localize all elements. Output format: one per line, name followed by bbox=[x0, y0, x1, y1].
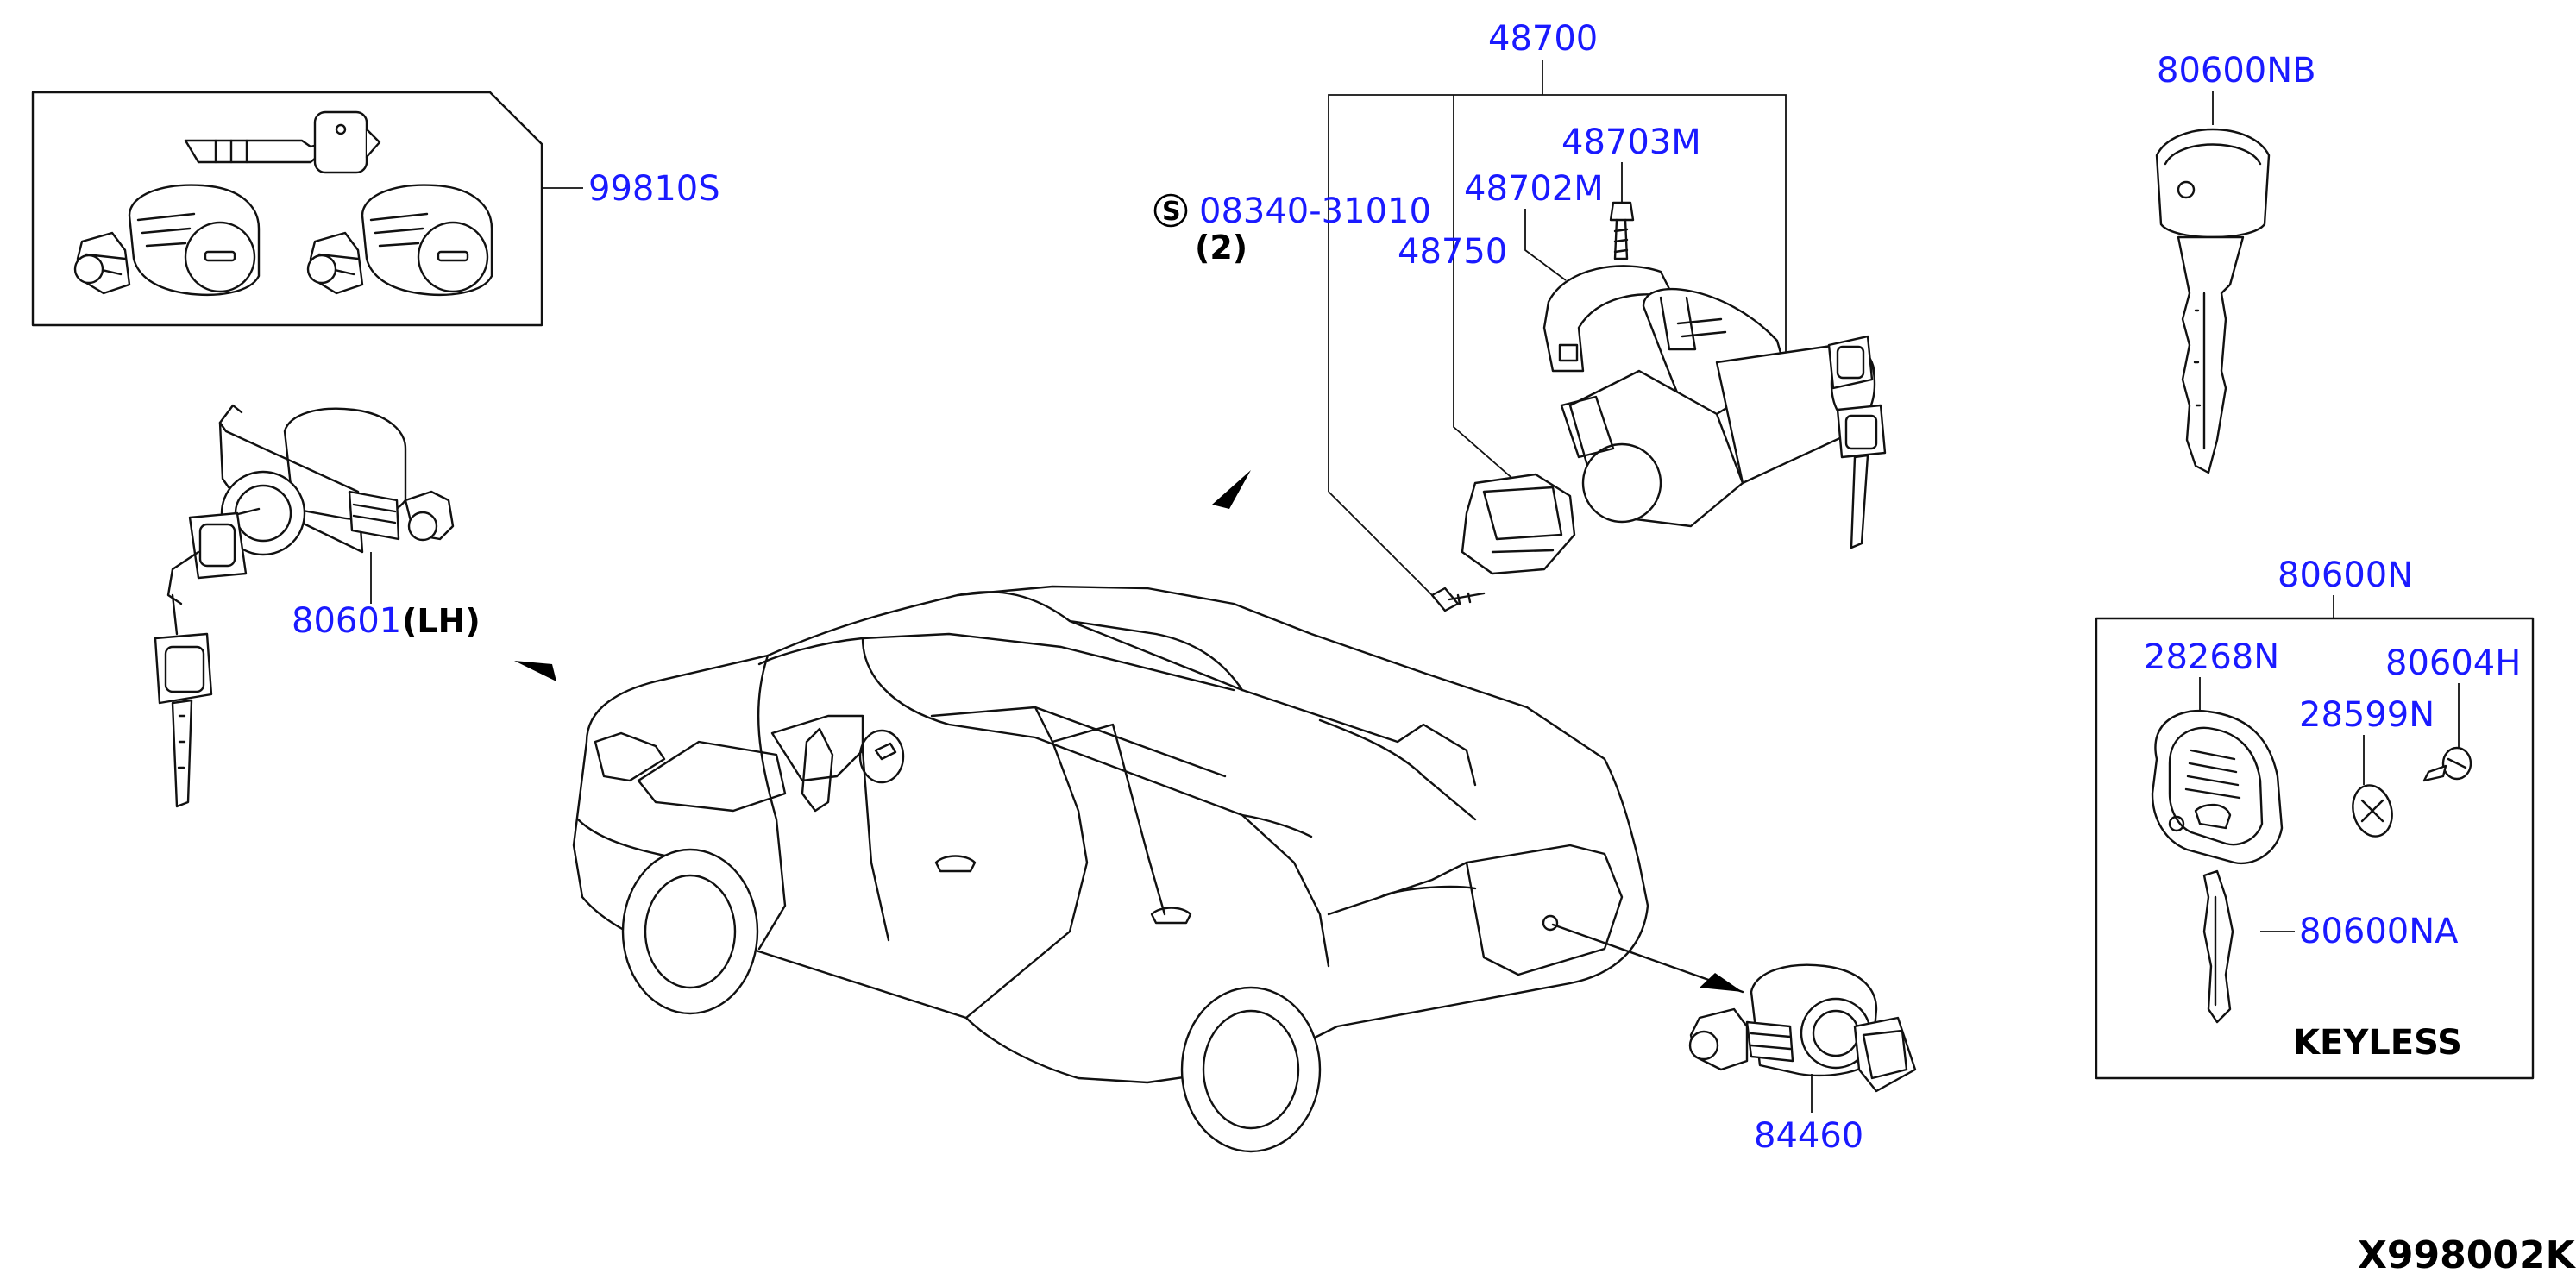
standard-part-symbol: S bbox=[1162, 197, 1181, 227]
battery-28599n-illustration bbox=[2352, 784, 2393, 838]
part-number-48750[interactable]: 48750 bbox=[1398, 232, 1507, 272]
part-number-80600na[interactable]: 80600NA bbox=[2299, 912, 2459, 951]
part-number-48700[interactable]: 48700 bbox=[1488, 19, 1598, 59]
door-lock-lh-illustration bbox=[154, 404, 455, 808]
ignition-switch-illustration bbox=[1430, 201, 1887, 612]
vehicle-sedan-illustration bbox=[572, 585, 1649, 1153]
lock-set-kit-box bbox=[31, 91, 543, 327]
part-number-80601[interactable]: 80601 bbox=[292, 601, 401, 641]
keyless-note: KEYLESS bbox=[2293, 1023, 2462, 1063]
part-number-99810s[interactable]: 99810S bbox=[588, 169, 720, 209]
keyless-kit-box bbox=[2095, 617, 2535, 1080]
arrow-pointer-lh bbox=[514, 661, 556, 681]
standard-part-08340: S bbox=[1153, 193, 1188, 228]
part-number-28599n[interactable]: 28599N bbox=[2299, 695, 2435, 735]
part-number-80604h[interactable]: 80604H bbox=[2385, 643, 2521, 683]
leader-bracket-48700 bbox=[1328, 60, 1787, 596]
part-number-28268n[interactable]: 28268N bbox=[2144, 637, 2279, 677]
trunk-lock-illustration bbox=[1688, 963, 1917, 1093]
quantity-08340: (2) bbox=[1195, 229, 1247, 267]
kit-lock-cylinder-right bbox=[306, 184, 493, 296]
part-number-80600nb[interactable]: 80600NB bbox=[2157, 51, 2316, 91]
key-80600nb-illustration bbox=[2155, 128, 2271, 474]
kit-key-illustration bbox=[184, 110, 381, 174]
diagram-code: X998002K bbox=[2358, 1233, 2576, 1277]
side-note-lh: (LH) bbox=[402, 602, 481, 640]
arrowhead-trunk-lock bbox=[1700, 973, 1743, 992]
remote-fob-illustration bbox=[2151, 709, 2284, 865]
screw-80604h-illustration bbox=[2422, 746, 2472, 782]
part-number-84460[interactable]: 84460 bbox=[1754, 1116, 1863, 1156]
part-number-48702m[interactable]: 48702M bbox=[1464, 169, 1604, 209]
arrow-pointer-ignition bbox=[1212, 470, 1251, 509]
part-number-80600n[interactable]: 80600N bbox=[2278, 555, 2413, 595]
standard-part-icon bbox=[1153, 193, 1188, 228]
part-number-48703m[interactable]: 48703M bbox=[1561, 122, 1701, 162]
part-number-08340-31010[interactable]: 08340-31010 bbox=[1199, 191, 1431, 231]
key-blade-80600na-illustration bbox=[2202, 869, 2234, 1024]
kit-lock-cylinder-left bbox=[73, 184, 261, 296]
leader-48702m bbox=[1524, 209, 1567, 281]
